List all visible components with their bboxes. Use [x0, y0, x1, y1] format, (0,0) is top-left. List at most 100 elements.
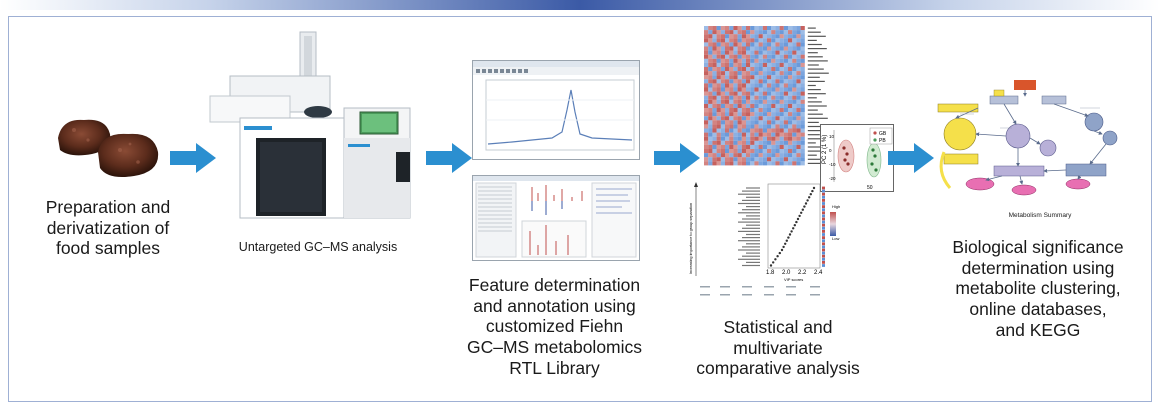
heatmap-cell [792, 51, 796, 55]
heatmap-cell [780, 26, 784, 30]
heatmap-cell [780, 96, 784, 100]
heatmap-cell [771, 137, 775, 141]
heatmap-cell [717, 161, 721, 165]
heatmap-cell [780, 153, 784, 157]
vip-feature-label [746, 262, 760, 263]
heatmap-cell [746, 88, 750, 92]
heatmap-cell [763, 92, 767, 96]
heatmap-cell [750, 42, 754, 46]
heatmap-cell [759, 96, 763, 100]
heatmap-cell [759, 59, 763, 63]
heatmap-cell [708, 34, 712, 38]
heatmap-cell [788, 42, 792, 46]
heatmap-cell [780, 104, 784, 108]
vip-group-swatch [822, 215, 825, 218]
heatmap-cell [746, 133, 750, 137]
heatmap-cell [759, 153, 763, 157]
heatmap-cell [796, 120, 800, 124]
heatmap-cell [796, 42, 800, 46]
heatmap-cell [754, 137, 758, 141]
heatmap-cell [788, 79, 792, 83]
heatmap-cell [771, 26, 775, 30]
heatmap-cell [729, 96, 733, 100]
vip-feature-label [738, 240, 760, 241]
heatmap-cell [742, 88, 746, 92]
heatmap-cell [792, 75, 796, 79]
heatmap-cell [708, 63, 712, 67]
heatmap-cell [801, 149, 805, 153]
heatmap-cell [767, 112, 771, 116]
heatmap-cell [725, 137, 729, 141]
heatmap-cell [759, 79, 763, 83]
heatmap-cell [708, 157, 712, 161]
heatmap-cell [738, 116, 742, 120]
heatmap-cell [771, 59, 775, 63]
vip-group-swatch [822, 205, 825, 208]
heatmap-cell [801, 55, 805, 59]
heatmap-cell [788, 83, 792, 87]
heatmap-cell [796, 153, 800, 157]
heatmap-cell [759, 124, 763, 128]
heatmap-cell [712, 129, 716, 133]
arrow-right-icon [426, 143, 472, 173]
heatmap-cell [704, 88, 708, 92]
heatmap-cell [759, 38, 763, 42]
heatmap-cell [729, 83, 733, 87]
heatmap-cell [750, 55, 754, 59]
heatmap-cell [784, 161, 788, 165]
heatmap-cell [801, 137, 805, 141]
heatmap-cell [775, 51, 779, 55]
heatmap-cell [754, 88, 758, 92]
heatmap-row-label [808, 52, 818, 53]
heatmap-cell [721, 75, 725, 79]
heatmap-cell [771, 51, 775, 55]
heatmap-cell [742, 116, 746, 120]
heatmap-cell [767, 124, 771, 128]
heatmap-cell [721, 38, 725, 42]
heatmap-cell [729, 133, 733, 137]
vip-point [786, 240, 788, 242]
heatmap-cell [754, 112, 758, 116]
heatmap-cell [725, 145, 729, 149]
heatmap-cell [729, 116, 733, 120]
heatmap-cell [721, 112, 725, 116]
heatmap-cell [775, 137, 779, 141]
heatmap-cell [771, 71, 775, 75]
heatmap-cell [708, 141, 712, 145]
heatmap-cell [725, 30, 729, 34]
heatmap-cell [725, 47, 729, 51]
heatmap-cell [733, 83, 737, 87]
heatmap-cell [767, 75, 771, 79]
heatmap-row-label [808, 146, 821, 147]
heatmap-cell [801, 120, 805, 124]
top-gradient-bar [0, 0, 1160, 10]
heatmap-cell [712, 83, 716, 87]
heatmap-cell [712, 161, 716, 165]
heatmap-cell [746, 137, 750, 141]
heatmap-cell [733, 47, 737, 51]
heatmap-cell [717, 51, 721, 55]
heatmap-cell [767, 96, 771, 100]
heatmap-cell [738, 149, 742, 153]
heatmap-cell [796, 161, 800, 165]
heatmap-cell [742, 108, 746, 112]
heatmap-cell [750, 67, 754, 71]
heatmap-cell [717, 96, 721, 100]
heatmap-cell [784, 71, 788, 75]
heatmap-cell [708, 137, 712, 141]
heatmap-cell [763, 153, 767, 157]
heatmap-cell [784, 104, 788, 108]
heatmap-cell [767, 34, 771, 38]
heatmap-cell [796, 157, 800, 161]
heatmap-cell [796, 100, 800, 104]
heatmap-row-label [808, 32, 821, 33]
heatmap-cell [704, 116, 708, 120]
heatmap-cell [729, 47, 733, 51]
heatmap-cell [759, 149, 763, 153]
heatmap-cell [801, 153, 805, 157]
heatmap-cell [759, 63, 763, 67]
heatmap-cell [801, 67, 805, 71]
heatmap-cell [738, 104, 742, 108]
heatmap-cell [759, 26, 763, 30]
heatmap-cell [725, 55, 729, 59]
